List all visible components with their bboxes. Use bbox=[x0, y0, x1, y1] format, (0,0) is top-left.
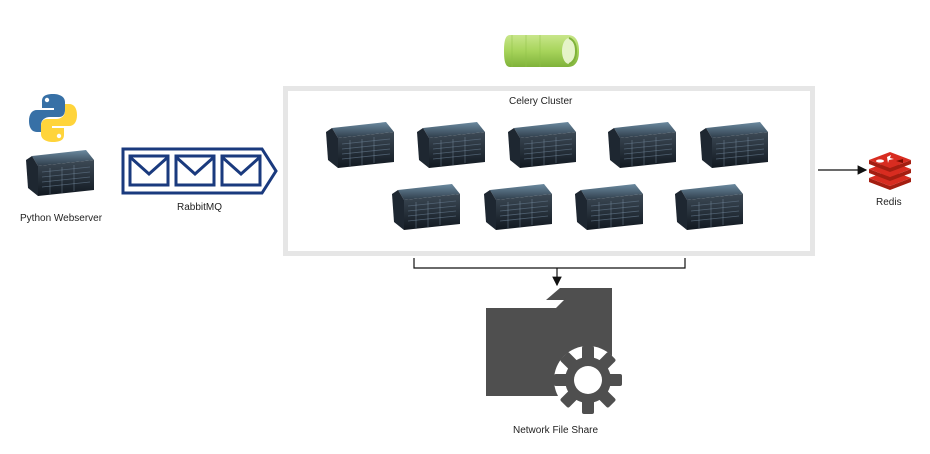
envelope-queue-icon bbox=[120, 146, 280, 196]
celery-cluster-label: Celery Cluster bbox=[509, 96, 573, 107]
rabbitmq-label: RabbitMQ bbox=[177, 202, 223, 213]
webserver-label: Python Webserver bbox=[20, 213, 103, 224]
cluster-bracket-line bbox=[413, 258, 686, 269]
python-logo-icon bbox=[26, 91, 80, 145]
redis-label: Redis bbox=[876, 197, 902, 208]
folder-gear-icon bbox=[486, 286, 632, 420]
celery-cluster-box bbox=[283, 86, 815, 256]
redis-logo-icon bbox=[867, 151, 913, 191]
celery-logo-icon bbox=[502, 32, 580, 70]
network-file-share-label: Network File Share bbox=[513, 425, 599, 436]
